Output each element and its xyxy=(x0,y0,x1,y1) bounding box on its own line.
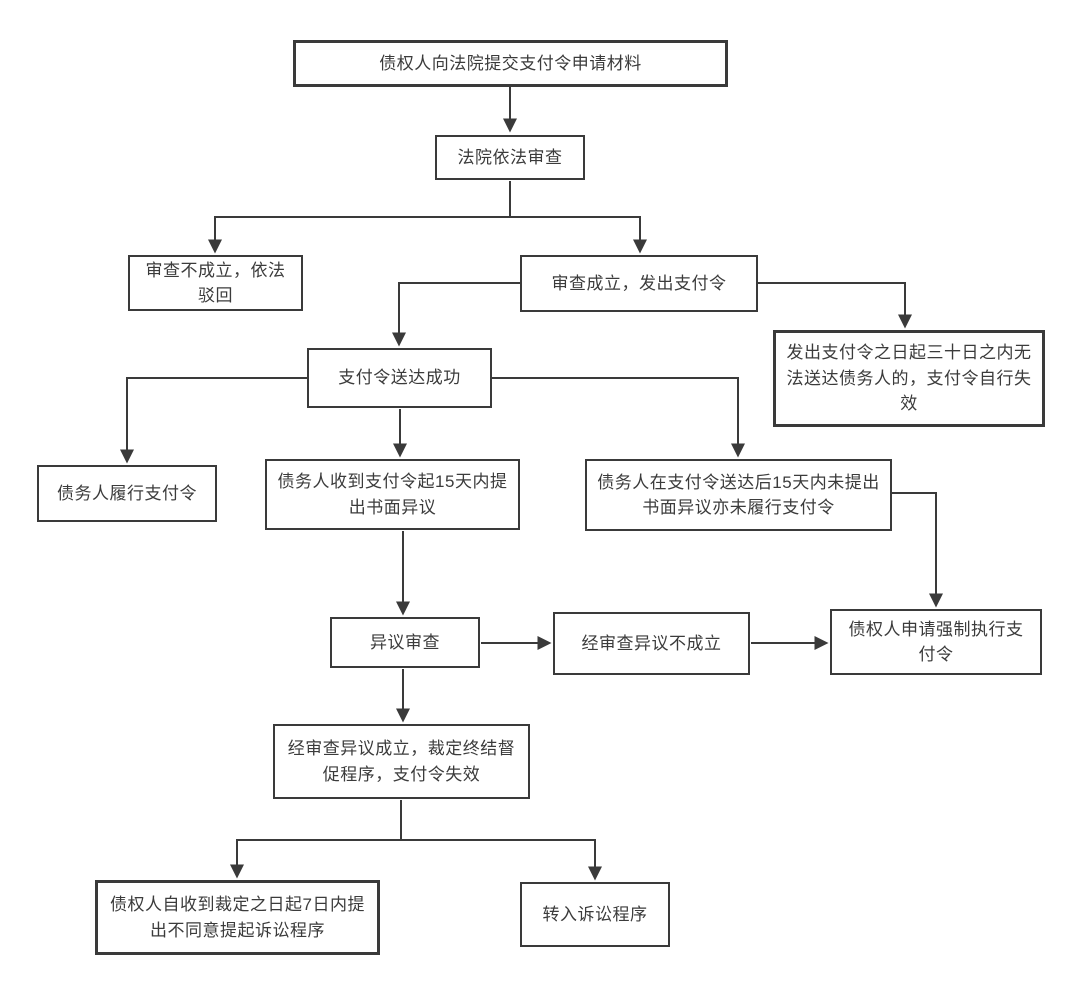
flow-node-issue: 审查成立，发出支付令 xyxy=(520,255,758,312)
flow-edge-objSuccess-disagree7 xyxy=(230,800,402,879)
flow-node-objSuccess: 经审查异议成立，裁定终结督促程序，支付令失效 xyxy=(273,724,530,799)
flow-edge-noObject15-enforce xyxy=(892,492,943,608)
flow-edge-issue-delivered xyxy=(392,282,520,347)
flow-edge-review-issue xyxy=(509,181,647,254)
flow-node-review: 法院依法审查 xyxy=(435,135,585,180)
flow-node-delivered: 支付令送达成功 xyxy=(307,348,492,408)
flow-node-perform: 债务人履行支付令 xyxy=(37,465,217,522)
flow-node-objReview: 异议审查 xyxy=(330,617,480,668)
flow-node-enforce: 债权人申请强制执行支付令 xyxy=(830,609,1042,675)
flow-node-reject: 审查不成立，依法驳回 xyxy=(128,255,303,311)
flow-node-objFail: 经审查异议不成立 xyxy=(553,612,750,675)
flow-node-expire30: 发出支付令之日起三十日之内无法送达债务人的，支付令自行失效 xyxy=(773,330,1045,427)
flow-node-litigation: 转入诉讼程序 xyxy=(520,882,670,947)
flow-node-submit: 债权人向法院提交支付令申请材料 xyxy=(293,40,728,87)
flow-node-object15: 债务人收到支付令起15天内提出书面异议 xyxy=(265,459,520,530)
flow-edge-delivered-perform xyxy=(120,377,307,464)
flow-edge-review-reject xyxy=(208,181,511,254)
flow-edge-issue-expire30 xyxy=(758,282,912,329)
flow-node-noObject15: 债务人在支付令送达后15天内未提出书面异议亦未履行支付令 xyxy=(585,459,892,531)
flow-node-disagree7: 债权人自收到裁定之日起7日内提出不同意提起诉讼程序 xyxy=(95,880,380,955)
flow-edge-objSuccess-litigation xyxy=(400,800,602,881)
flow-edge-delivered-noObject15 xyxy=(492,377,745,458)
